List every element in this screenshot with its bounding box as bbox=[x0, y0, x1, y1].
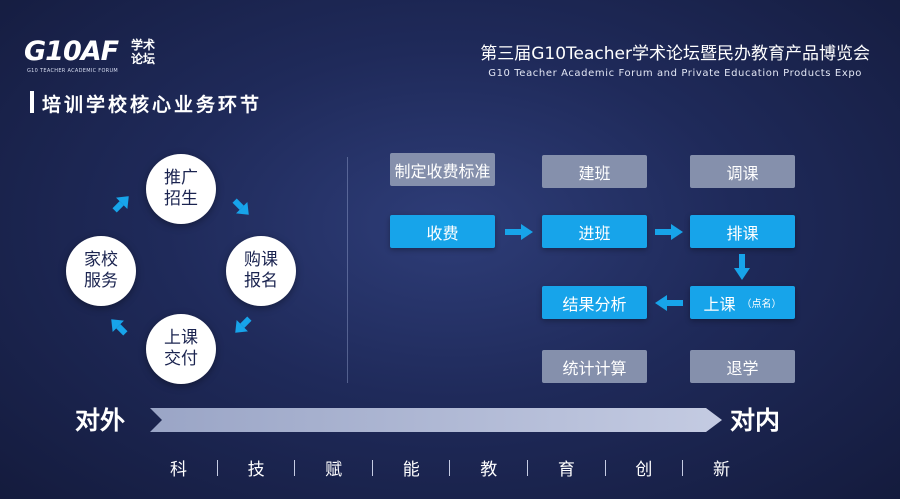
section-title: 培训学校核心业务环节 bbox=[42, 94, 263, 116]
slogan-char: 教 bbox=[480, 460, 498, 480]
section-title-bar bbox=[30, 91, 34, 113]
slogan-separator bbox=[682, 459, 684, 476]
slogan-char: 赋 bbox=[325, 460, 343, 480]
cycle-node-text: 交付 bbox=[164, 349, 198, 369]
slogan-separator bbox=[604, 459, 606, 476]
arrow-up-left-icon bbox=[111, 319, 128, 336]
vertical-divider bbox=[347, 157, 348, 383]
logo-subtitle: G10 TEACHER ACADEMIC FORUM bbox=[27, 68, 119, 74]
slogan-separator bbox=[527, 459, 529, 476]
label-internal: 对内 bbox=[730, 406, 781, 435]
slogan-char: 技 bbox=[247, 460, 265, 480]
arrow-right-icon bbox=[505, 224, 533, 240]
logo-chinese: 学术 论坛 bbox=[131, 38, 161, 66]
logo-mark: G10AF bbox=[24, 36, 119, 67]
box-statistics: 统计计算 bbox=[542, 350, 647, 383]
expo-title-en: G10 Teacher Academic Forum and Private E… bbox=[488, 68, 862, 79]
arrow-down-icon bbox=[734, 254, 750, 280]
label-external: 对外 bbox=[75, 406, 126, 435]
slogan-separator bbox=[449, 459, 451, 476]
slogan-char: 创 bbox=[635, 460, 653, 480]
slogan-separator bbox=[371, 459, 373, 476]
long-arrow-icon bbox=[150, 408, 722, 432]
arrow-down-left-icon bbox=[235, 316, 252, 333]
cycle-node-text: 上课 bbox=[164, 328, 198, 348]
cycle-node-text: 推广 bbox=[164, 168, 198, 188]
cycle-node-promotion: 推广招生 bbox=[146, 154, 216, 224]
arrow-down-right-icon bbox=[232, 198, 249, 215]
slogan-char: 能 bbox=[402, 460, 420, 480]
cycle-node-enrollment: 购课报名 bbox=[226, 236, 296, 306]
logo-cn-line2: 论坛 bbox=[131, 52, 156, 66]
cycle-node-text: 服务 bbox=[84, 271, 118, 291]
slogan-separator bbox=[216, 459, 218, 476]
cycle-node-text: 招生 bbox=[164, 189, 198, 209]
cycle-node-delivery: 上课交付 bbox=[146, 314, 216, 384]
arrow-right-icon bbox=[655, 224, 683, 240]
box-fee-standard: 制定收费标准 bbox=[390, 153, 495, 186]
logo-cn-line1: 学术 bbox=[131, 38, 156, 52]
box-create-class: 建班 bbox=[542, 155, 647, 188]
expo-title-cn: 第三届G10Teacher学术论坛暨民办教育产品博览会 bbox=[480, 44, 870, 64]
arrow-left-icon bbox=[655, 295, 683, 311]
slogan-separator bbox=[294, 459, 296, 476]
box-adjust-class: 调课 bbox=[690, 155, 795, 188]
slogan: 科 技 赋 能 教 育 创 新 bbox=[170, 455, 730, 480]
box-result-analysis: 结果分析 bbox=[542, 286, 647, 319]
box-charge: 收费 bbox=[390, 215, 495, 248]
cycle-node-text: 购课 bbox=[244, 250, 278, 270]
attend-label: 上课 bbox=[703, 294, 736, 314]
slogan-char: 育 bbox=[557, 460, 575, 480]
slogan-char: 新 bbox=[712, 460, 730, 480]
arrow-up-right-icon bbox=[112, 196, 129, 213]
cycle-node-text: 报名 bbox=[244, 271, 278, 291]
box-withdraw: 退学 bbox=[690, 350, 795, 383]
box-enter-class: 进班 bbox=[542, 215, 647, 248]
roll-call-label: （点名） bbox=[741, 299, 782, 310]
cycle-node-service: 家校服务 bbox=[66, 236, 136, 306]
slogan-char: 科 bbox=[170, 460, 187, 480]
box-attend-class: 上课 （点名） bbox=[690, 286, 795, 319]
cycle-node-text: 家校 bbox=[84, 250, 118, 270]
box-schedule: 排课 bbox=[690, 215, 795, 248]
